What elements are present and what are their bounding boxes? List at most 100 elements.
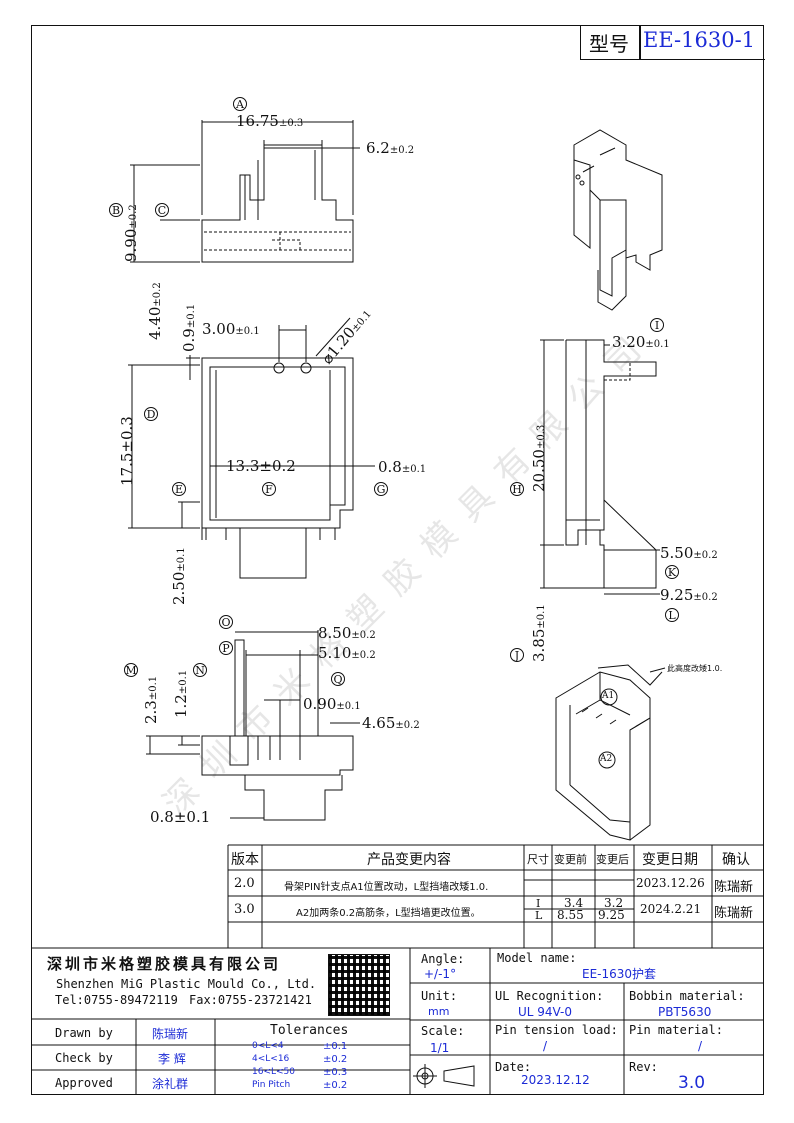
marker-h: H [510,482,524,496]
bottom-h1-value: 2.3 [142,700,160,724]
front-gap-value: 4.40 [146,306,164,340]
tol-value-1: ±0.1 [323,1041,348,1052]
th-after: 变更后 [596,853,629,866]
scale-label: Scale: [421,1024,465,1038]
row2-before-1: 3.4 [564,896,584,910]
foot-dim: 2.50±0.1 [170,547,188,605]
pin-material-value: / [698,1039,703,1053]
top-height-dim: 9.90±0.2 [122,204,140,262]
tol-range-1: 0<L<4 [252,1041,284,1051]
th-before: 变更前 [554,853,587,866]
iso-view-top [573,129,663,311]
company-fax: Fax:0755-23721421 [189,993,312,1007]
projection-symbol [413,1064,475,1088]
side-base-tol: ±0.1 [536,604,547,629]
bottom-w2-dim: 5.10±0.2 [318,644,376,662]
front-height-dim: 17.5±0.3 [118,416,136,486]
rev-label: Rev: [629,1060,658,1074]
pin-tension-label: Pin tension load: [495,1023,618,1037]
bottom-rib-tol: ±0.1 [336,701,361,712]
front-offset-dim: 0.9±0.1 [180,304,198,352]
front-offset-tol: ±0.1 [186,303,197,329]
row2-size-2: L [535,909,543,922]
bottom-base-dim: 0.8±0.1 [150,808,211,826]
iso-view-bottom [555,664,666,841]
hole-pitch-value: 3.00 [202,320,236,338]
row2-after-1: 3.2 [604,896,624,910]
row1-date: 2023.12.26 [636,876,705,890]
iso-a1: A1 [602,691,615,701]
change-table-lines [227,844,764,949]
side-base-dim: 3.85±0.1 [530,604,548,662]
header-divider [639,25,641,59]
check-label: Check by [55,1051,113,1065]
bottom-h2-dim: 1.2±0.1 [172,670,190,718]
model-header: 型号 EE-1630-1 [580,25,765,60]
bottom-h2-value: 1.2 [172,694,190,718]
tol-range-3: 16<L<50 [252,1067,296,1077]
th-version: 版本 [231,852,259,868]
title-block-lines [31,947,764,1095]
marker-j: J [510,648,524,662]
drawn-label: Drawn by [55,1026,113,1040]
front-gap-tol: ±0.2 [152,282,163,307]
top-slot-value: 6.2 [366,139,390,157]
iso-note: 此高度改矮1.0. [667,664,723,673]
marker-m: M [124,663,138,677]
bottom-side-dim: 4.65±0.2 [362,714,420,732]
date-label: Date: [495,1060,532,1074]
top-view [130,120,360,263]
top-height-tol: ±0.2 [128,204,139,229]
model-label: Model name: [497,951,577,965]
side-step-value: 5.50 [660,544,694,562]
iso-a2: A2 [600,754,613,764]
side-top-tol: ±0.1 [645,339,670,350]
side-top-value: 3.20 [612,333,646,351]
th-size: 尺寸 [527,853,549,866]
inner-width-dim: 13.3±0.2 [226,457,296,475]
row1-by: 陈瑞新 [714,880,754,895]
front-gap-dim: 4.40±0.2 [146,282,164,340]
top-width-tol: ±0.3 [278,118,304,129]
top-slot-tol: ±0.2 [389,145,415,156]
company-en: Shenzhen MiG Plastic Mould Co., Ltd. [56,977,317,991]
row2-by: 陈瑞新 [714,906,754,921]
type-label: 型号 [589,32,629,56]
top-height-value: 9.90 [122,228,140,262]
rev-value: 3.0 [678,1073,706,1093]
side-bottom-tol: ±0.2 [693,592,718,603]
qr-code [328,954,390,1016]
side-height-value: 20.50 [530,449,548,492]
hole-pitch-dim: 3.00±0.1 [202,320,260,338]
th-date: 变更日期 [642,852,698,868]
bottom-h2-tol: ±0.1 [178,669,189,695]
tol-value-2: ±0.2 [323,1054,348,1065]
ul-label: UL Recognition: [495,989,604,1003]
approved-label: Approved [55,1076,113,1090]
pin-tension-value: / [543,1039,548,1053]
side-step-dim: 5.50±0.2 [660,544,718,562]
tol-value-3: ±0.3 [323,1067,348,1078]
top-width-dim: 16.75±0.3 [236,112,303,130]
side-height-tol: ±0.3 [536,424,547,450]
bottom-w2-tol: ±0.2 [351,650,376,661]
marker-b: B [109,203,123,217]
row2-date: 2024.2.21 [640,902,702,916]
side-base-value: 3.85 [530,628,548,662]
company-tel: Tel:0755-89472119 [55,993,178,1007]
front-view [128,317,375,579]
bottom-h1-tol: ±0.1 [148,675,159,701]
wall-dim: 0.8±0.1 [378,458,426,476]
side-top-dim: 3.20±0.1 [612,333,670,351]
front-offset-value: 0.9 [180,328,198,352]
row1-content: 骨架PIN针支点A1位置改动，L型挡墙改矮1.0. [284,882,489,893]
side-step-tol: ±0.2 [693,550,718,561]
row2-before-2: 8.55 [557,908,584,922]
marker-l: L [665,608,679,622]
bobbin-value: PBT5630 [658,1005,712,1019]
wall-value: 0.8 [378,458,402,476]
date-value: 2023.12.12 [521,1073,590,1087]
check-value: 李 辉 [158,1052,186,1066]
unit-value: mm [428,1005,450,1018]
